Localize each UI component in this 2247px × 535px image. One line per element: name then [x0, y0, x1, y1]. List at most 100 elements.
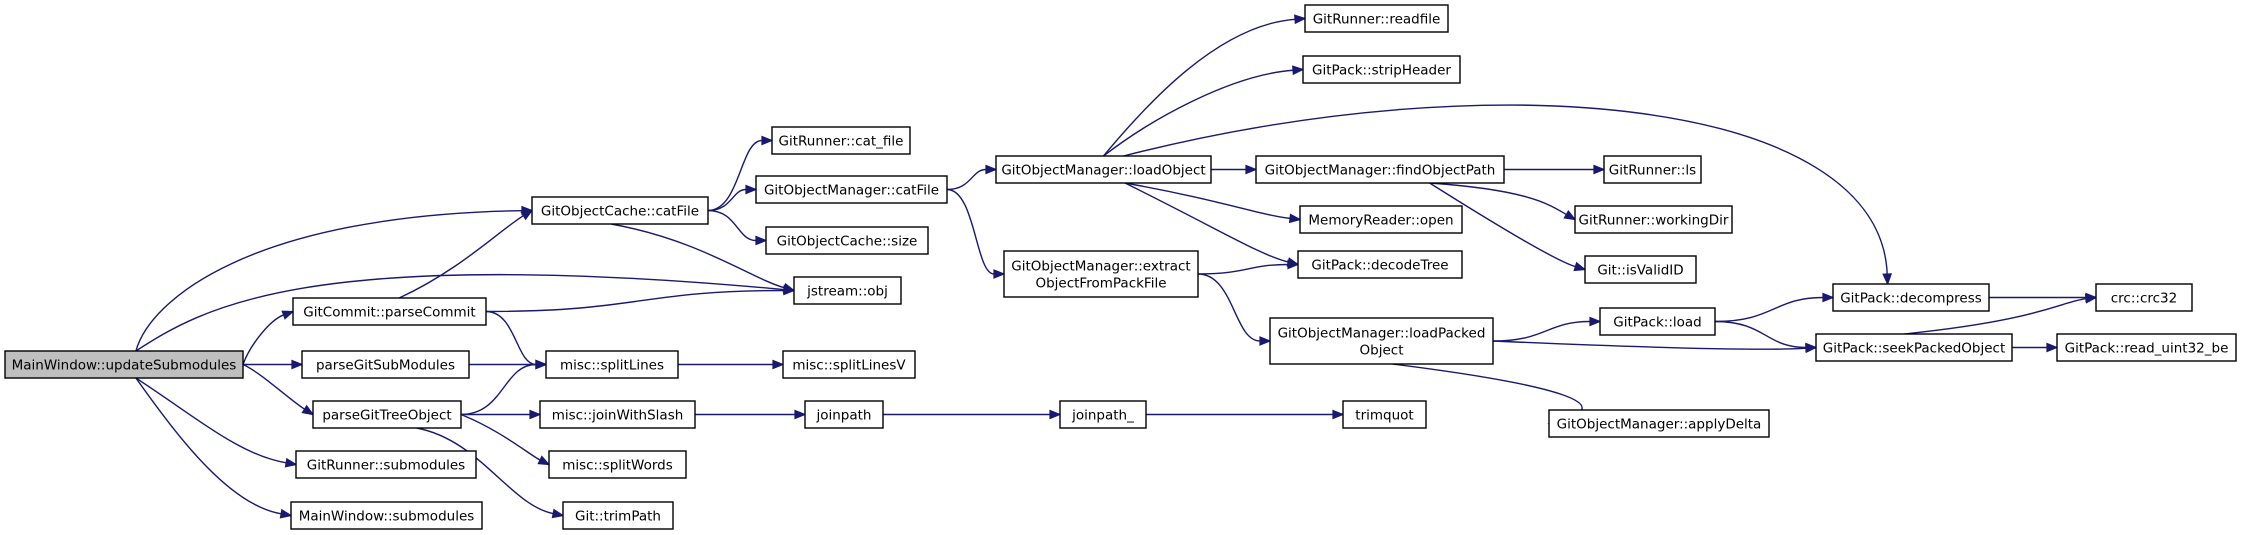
nodes-layer: MainWindow::updateSubmodules GitObjectCac… [4, 4, 2237, 530]
node-crc-crc32[interactable]: crc::crc32 [2095, 283, 2193, 312]
node-box [793, 276, 902, 305]
edge-line [242, 363, 305, 410]
node-box [562, 501, 674, 530]
edge-line [1103, 69, 1294, 157]
edge-gc-parsecommit-to-goc-catfile [398, 209, 534, 299]
node-joinpath-[interactable]: joinpath_ [1059, 400, 1147, 429]
node-git-isvalidid[interactable]: Git::isValidID [1584, 255, 1697, 284]
node-gr-catfile[interactable]: GitRunner::cat_file [771, 126, 911, 155]
node-box [1059, 400, 1147, 429]
arrowhead-icon [1259, 336, 1272, 346]
arrowhead-icon [1049, 409, 1062, 420]
edge-gp-load-to-gp-decompress [1714, 292, 1835, 323]
node-label: GitPack::decompress [1840, 291, 1982, 307]
edge-gom-findpath-to-git-isvalidid [1429, 182, 1587, 272]
arrowhead-icon [1589, 316, 1602, 327]
node-gr-ls[interactable]: GitRunner::ls [1603, 155, 1702, 184]
node-label: GitObjectManager::catFile [764, 183, 939, 199]
node-mr-open[interactable]: MemoryReader::open [1299, 205, 1463, 234]
arrowhead-icon [1822, 292, 1835, 303]
arrowhead-icon [537, 455, 551, 466]
edge-gom-catfile-to-gom-extract [946, 188, 1006, 279]
node-gp-stripheader[interactable]: GitPack::stripHeader [1302, 55, 1461, 84]
node-box [1342, 400, 1427, 429]
node-box [771, 126, 911, 155]
node-gp-seekpacked[interactable]: GitPack::seekPackedObject [1815, 333, 2013, 362]
node-label: GitPack::load [1613, 315, 1702, 331]
node-gom-catfile[interactable]: GitObjectManager::catFile [755, 175, 948, 204]
arrowhead-icon [1294, 14, 1307, 25]
arrowhead-icon [1593, 164, 1606, 175]
node-label: GitRunner::ls [1609, 163, 1696, 179]
arrowhead-icon [1288, 213, 1302, 224]
arrowhead-icon [2084, 293, 2098, 304]
node-misc-joinslash[interactable]: misc::joinWithSlash [539, 400, 696, 429]
node-label: MainWindow::updateSubmodules [12, 358, 237, 374]
node-label: crc::crc32 [2111, 291, 2177, 307]
edge-parse-gittree-to-misc-splitwords [460, 413, 551, 466]
node-label: GitObjectManager::extract [1011, 259, 1190, 275]
node-gp-decompress[interactable]: GitPack::decompress [1832, 283, 1990, 312]
node-box [1003, 250, 1199, 298]
node-mw-submodules[interactable]: MainWindow::submodules [290, 501, 483, 530]
node-box [804, 400, 884, 429]
node-box [1574, 205, 1733, 234]
node-gom-applydelta[interactable]: GitObjectManager::applyDelta [1548, 409, 1770, 438]
edge-gp-seekpacked-to-crc-crc32 [1904, 293, 2098, 335]
arrowhead-icon [284, 457, 298, 468]
node-gp-decodetree[interactable]: GitPack::decodeTree [1297, 250, 1463, 279]
edge-gom-extract-to-gp-decodetree [1197, 259, 1300, 275]
edge-parse-gittree-to-misc-joinslash [461, 409, 542, 420]
node-label: misc::splitWords [562, 458, 673, 474]
node-misc-splitlinesv[interactable]: misc::splitLinesV [782, 350, 916, 379]
node-gp-readuint32[interactable]: GitPack::read_uint32_be [2056, 333, 2237, 362]
node-gom-extract[interactable]: GitObjectManager::extractObjectFromPackF… [1003, 250, 1199, 298]
node-box [782, 350, 916, 379]
edge-line [946, 168, 987, 191]
node-mw-update[interactable]: MainWindow::updateSubmodules [4, 350, 244, 379]
node-gr-readfile[interactable]: GitRunner::readfile [1304, 4, 1449, 33]
node-misc-splitwords[interactable]: misc::splitWords [548, 450, 687, 479]
node-gr-submodules[interactable]: GitRunner::submodules [295, 450, 477, 479]
node-gc-parsecommit[interactable]: GitCommit::parseCommit [292, 297, 487, 326]
node-box [1584, 255, 1697, 284]
node-gom-findpath[interactable]: GitObjectManager::findObjectPath [1255, 155, 1505, 184]
node-git-trimpath[interactable]: Git::trimPath [562, 501, 674, 530]
node-box [765, 226, 929, 255]
node-label: GitRunner::submodules [307, 458, 465, 474]
node-joinpath[interactable]: joinpath [804, 400, 884, 429]
edge-goc-catfile-to-gom-catfile [707, 184, 758, 212]
edge-line [611, 223, 785, 289]
node-misc-splitlines[interactable]: misc::splitLines [545, 350, 679, 379]
node-box [4, 350, 244, 379]
edge-gc-parsecommit-to-js-obj [485, 285, 796, 313]
edge-goc-catfile-to-gr-catfile [707, 135, 774, 212]
edge-parse-gittree-to-misc-splitlines [460, 359, 548, 416]
edge-line [707, 188, 747, 212]
node-parse-gitsub[interactable]: parseGitSubModules [301, 350, 470, 379]
node-label: jstream::obj [806, 284, 888, 300]
edge-line [1102, 18, 1296, 157]
node-gr-workingdir[interactable]: GitRunner::workingDir [1574, 205, 1733, 234]
edge-line [398, 215, 524, 299]
arrowhead-icon [301, 404, 315, 416]
node-gom-loadobject[interactable]: GitObjectManager::loadObject [995, 155, 1212, 184]
node-box [1255, 155, 1505, 184]
arrowhead-icon [281, 310, 295, 320]
edge-gom-loadobject-to-gom-findpath [1211, 164, 1258, 175]
node-trimquot[interactable]: trimquot [1342, 400, 1427, 429]
node-js-obj[interactable]: jstream::obj [793, 276, 902, 305]
node-goc-size[interactable]: GitObjectCache::size [765, 226, 929, 255]
arrowhead-icon [755, 235, 768, 246]
node-box [290, 501, 483, 530]
node-gp-load[interactable]: GitPack::load [1599, 307, 1716, 336]
node-parse-gittree[interactable]: parseGitTreeObject [312, 400, 462, 429]
node-box [1304, 4, 1449, 33]
arrowhead-icon [745, 184, 758, 195]
edge-line [1904, 298, 2087, 335]
node-goc-catfile[interactable]: GitObjectCache::catFile [531, 196, 709, 225]
node-label: misc::joinWithSlash [552, 408, 684, 424]
node-label: parseGitSubModules [316, 358, 455, 374]
